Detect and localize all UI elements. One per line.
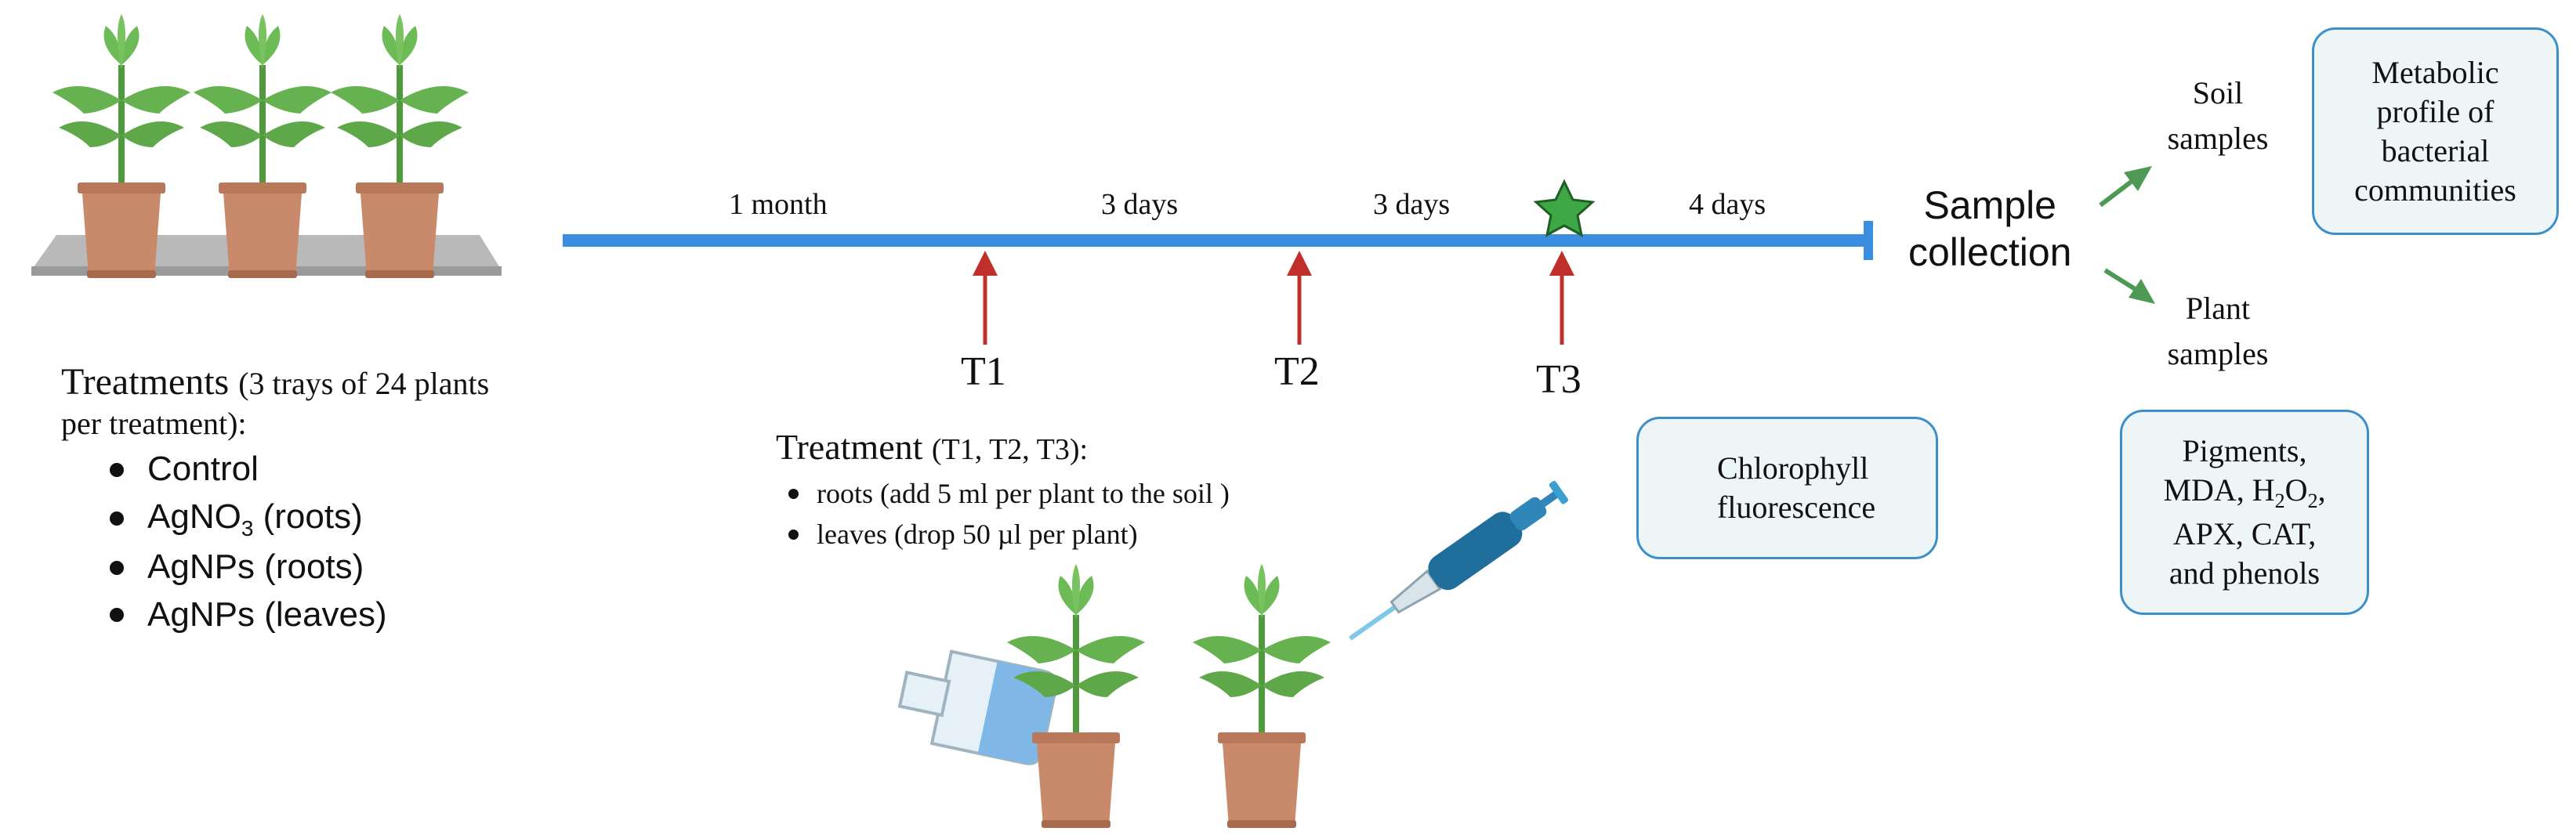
application-item-leaves: leaves (drop 50 µl per plant) xyxy=(776,514,1230,555)
application-item-roots: roots (add 5 ml per plant to the soil ) xyxy=(776,473,1230,514)
collection-arrows xyxy=(2099,166,2155,304)
analyses-line2-sub1: 2 xyxy=(2274,490,2285,513)
treatment-item-control: Control xyxy=(100,446,489,493)
analyses-line1: Pigments, xyxy=(2182,433,2307,469)
analyses-line2-mda-h: MDA, H xyxy=(2163,472,2275,508)
plant-tray-illustration xyxy=(31,14,502,278)
treatments-heading: Treatments (3 trays of 24 plants xyxy=(61,360,489,403)
agno3-suffix: (roots) xyxy=(253,497,363,536)
sample-collection-line2: collection xyxy=(1908,230,2072,274)
chlorophyll-line1: Chlorophyll xyxy=(1717,450,1869,486)
segment-label-4: 4 days xyxy=(1689,188,1766,221)
marker-t1: T1 xyxy=(961,349,1006,394)
segment-label-3: 3 days xyxy=(1373,188,1451,221)
soil-samples-line2: samples xyxy=(2167,121,2269,156)
treatment-item-agno3: AgNO3 (roots) xyxy=(100,493,489,544)
chlorophyll-box: Chlorophyll fluorescence xyxy=(1636,417,1938,559)
segment-label-1: 1 month xyxy=(729,188,828,221)
treatments-detail-line1: (3 trays of 24 plants xyxy=(238,366,490,401)
marker-t3: T3 xyxy=(1536,357,1581,402)
application-title: Treatment xyxy=(776,427,923,467)
plant-samples-line2: samples xyxy=(2167,336,2269,371)
analyses-line4: and phenols xyxy=(2168,555,2321,591)
application-heading: Treatment (T1, T2, T3): xyxy=(776,425,1230,468)
analyses-line2-o: O xyxy=(2284,472,2308,508)
treatment-item-agnps-leaves: AgNPs (leaves) xyxy=(100,591,489,639)
plant-analyses-box: Pigments, MDA, H2O2, APX, CAT, and pheno… xyxy=(2120,410,2369,615)
agno3-subscript: 3 xyxy=(241,515,254,540)
treatments-detail-line2: per treatment): xyxy=(61,406,247,442)
metabolic-line4: communities xyxy=(2354,172,2516,208)
metabolic-line3: bacterial xyxy=(2381,132,2490,168)
agno3-formula: AgNO xyxy=(147,497,241,536)
treatment-arrows xyxy=(973,251,1574,345)
treatments-list: Control AgNO3 (roots) AgNPs (roots) AgNP… xyxy=(61,446,489,639)
chlorophyll-line2: fluorescence xyxy=(1717,490,1876,525)
metabolic-profile-box: Metabolic profile of bacterial communiti… xyxy=(2312,27,2559,235)
sample-collection-label: Sample collection xyxy=(1908,182,2071,276)
application-illustration xyxy=(897,480,1568,828)
metabolic-line2: profile of xyxy=(2376,93,2494,129)
analyses-line3: APX, CAT, xyxy=(2172,515,2317,551)
metabolic-line1: Metabolic xyxy=(2371,54,2499,90)
application-list: roots (add 5 ml per plant to the soil ) … xyxy=(776,473,1230,555)
analyses-line2-sub2: 2 xyxy=(2307,490,2318,513)
analyses-line2-comma: , xyxy=(2317,472,2326,508)
marker-t2: T2 xyxy=(1274,349,1320,394)
segment-label-2: 3 days xyxy=(1101,188,1179,221)
plant-samples-line1: Plant xyxy=(2185,291,2251,326)
sample-collection-line1: Sample xyxy=(1923,183,2056,227)
star-icon xyxy=(1533,179,1596,237)
timeline-bar xyxy=(563,221,1873,260)
soil-samples-label: Soil samples xyxy=(2151,70,2284,161)
treatments-block: Treatments (3 trays of 24 plants per tre… xyxy=(61,360,489,639)
plant-samples-label: Plant samples xyxy=(2151,286,2284,377)
soil-samples-line1: Soil xyxy=(2192,75,2244,110)
analyses-line2: MDA, H2O2, xyxy=(2163,471,2325,515)
treatments-title: Treatments xyxy=(61,361,230,403)
application-block: Treatment (T1, T2, T3): roots (add 5 ml … xyxy=(776,425,1230,555)
application-detail: (T1, T2, T3): xyxy=(931,433,1089,466)
treatment-item-agnps-roots: AgNPs (roots) xyxy=(100,544,489,591)
